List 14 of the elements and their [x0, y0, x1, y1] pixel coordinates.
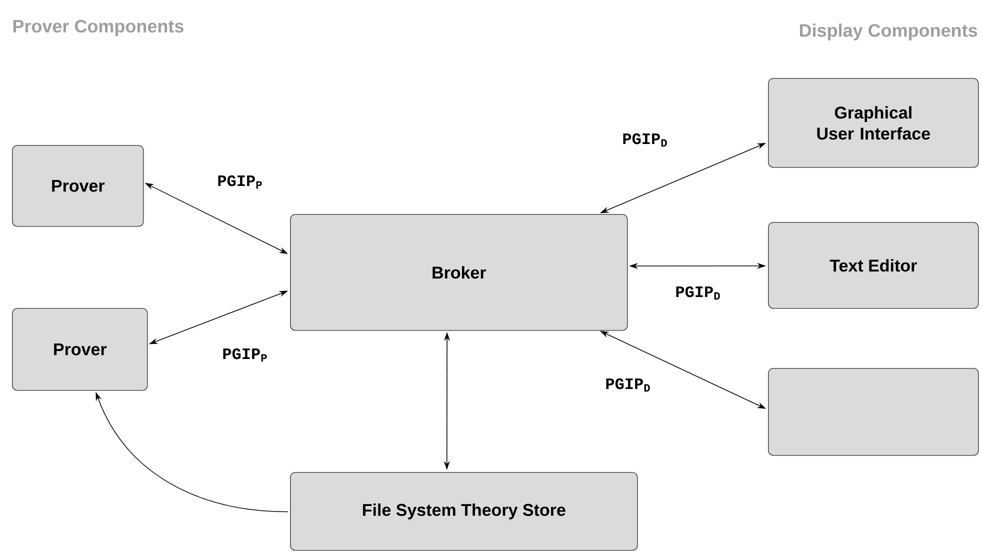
- edge-label: PGIP$_{D}$: [676, 286, 720, 300]
- section-heading: Prover Components: [13, 20, 184, 36]
- edge-label: PGIP$_{P}$: [218, 175, 262, 189]
- empty-box: [768, 368, 979, 456]
- process-box: Text Editor: [768, 222, 979, 309]
- process-box: Prover: [12, 145, 144, 227]
- edge-label: PGIP$_{D}$: [606, 378, 650, 392]
- process-box: Broker: [290, 214, 628, 331]
- edge-label: PGIP$_{D}$: [623, 133, 667, 147]
- edge-label: PGIP$_{P}$: [223, 348, 267, 362]
- section-heading: Display Components: [800, 24, 978, 40]
- process-box: File System Theory Store: [290, 472, 638, 551]
- process-box: Graphical User Interface: [768, 78, 979, 168]
- process-box: Prover: [12, 308, 148, 391]
